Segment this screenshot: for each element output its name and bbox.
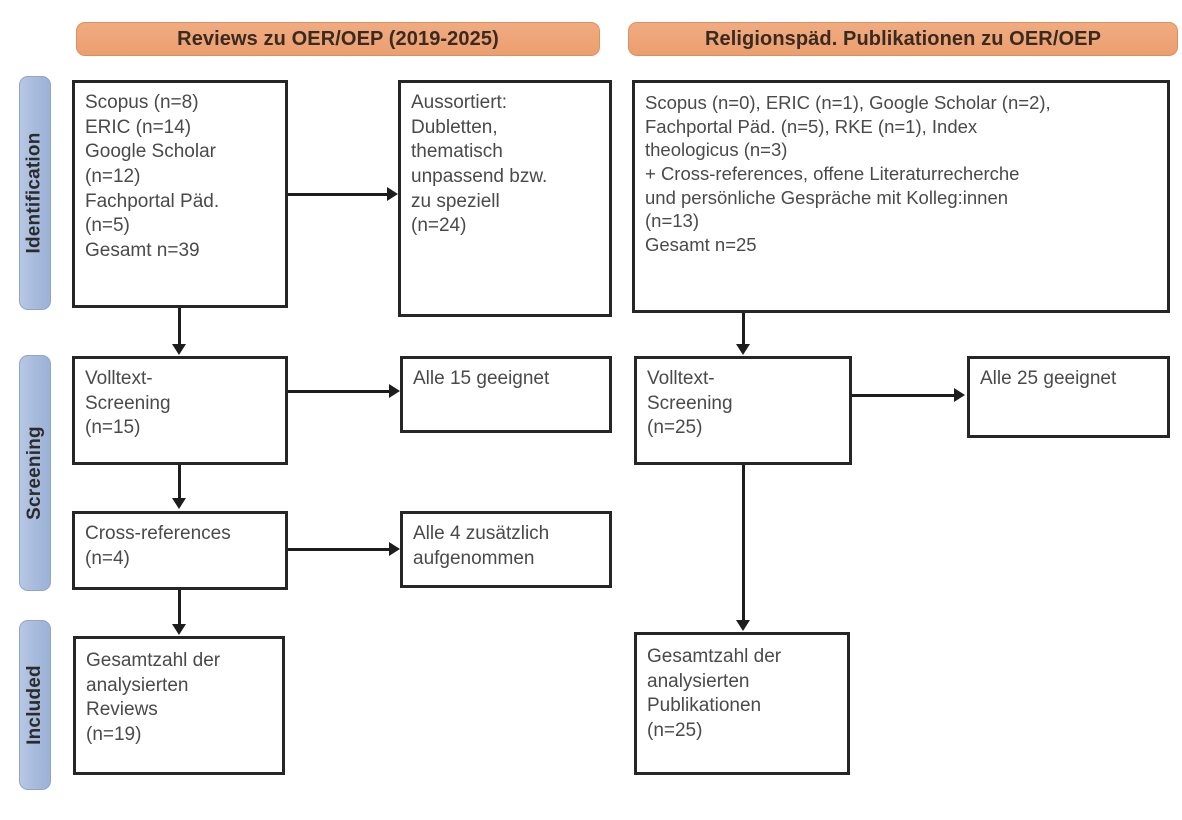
- connector-left-screening-to-suitable: [288, 390, 390, 393]
- box-left-all-added: Alle 4 zusätzlich aufgenommen: [400, 511, 612, 588]
- connector-left-crossrefs-to-added: [288, 548, 390, 551]
- box-left-cross-references: Cross-references (n=4): [72, 511, 288, 590]
- column-header-right-label: Religionspäd. Publikationen zu OER/OEP: [704, 27, 1102, 50]
- arrow-right-screening-to-suitable: [954, 388, 965, 402]
- box-left-excluded: Aussortiert: Dubletten, thematisch unpas…: [398, 80, 612, 317]
- column-header-left: Reviews zu OER/OEP (2019-2025): [76, 22, 600, 56]
- connector-left-sources-to-excluded: [288, 193, 388, 196]
- arrow-left-screening-to-crossrefs: [172, 498, 186, 509]
- arrow-left-crossrefs-to-included: [172, 624, 186, 635]
- box-left-fulltext-screening: Volltext- Screening (n=15): [72, 356, 288, 465]
- phase-tab-included-label: Included: [24, 665, 45, 745]
- connector-right-screening-to-suitable: [852, 394, 955, 397]
- connector-left-screening-to-crossrefs: [178, 465, 181, 500]
- box-right-included-total: Gesamtzahl der analysierten Publikatione…: [634, 632, 850, 775]
- phase-tab-included: Included: [19, 620, 51, 790]
- box-right-all-suitable: Alle 25 geeignet: [967, 356, 1170, 438]
- arrow-left-crossrefs-to-added: [389, 542, 400, 556]
- connector-left-sources-to-screening: [178, 308, 181, 346]
- phase-tab-screening-label: Screening: [24, 426, 46, 520]
- column-header-right: Religionspäd. Publikationen zu OER/OEP: [628, 22, 1178, 56]
- arrow-left-screening-to-suitable: [389, 384, 400, 398]
- connector-left-crossrefs-to-included: [178, 590, 181, 628]
- arrow-right-screening-to-included: [736, 620, 750, 631]
- connector-right-sources-to-screening: [742, 313, 745, 346]
- box-right-identification-sources: Scopus (n=0), ERIC (n=1), Google Scholar…: [632, 80, 1170, 313]
- column-header-left-label: Reviews zu OER/OEP (2019-2025): [177, 27, 499, 50]
- box-left-included-total: Gesamtzahl der analysierten Reviews (n=1…: [73, 636, 285, 775]
- arrow-right-sources-to-screening: [736, 344, 750, 355]
- connector-right-screening-to-included: [742, 465, 745, 624]
- phase-tab-identification: Identification: [19, 76, 51, 310]
- box-left-all-suitable: Alle 15 geeignet: [400, 356, 612, 433]
- box-right-fulltext-screening: Volltext- Screening (n=25): [634, 356, 852, 465]
- phase-tab-identification-label: Identification: [24, 132, 45, 254]
- phase-tab-screening: Screening: [19, 355, 51, 591]
- arrow-left-sources-to-screening: [172, 344, 186, 355]
- arrow-left-sources-to-excluded: [387, 187, 398, 201]
- box-left-identification-sources: Scopus (n=8) ERIC (n=14) Google Scholar …: [72, 80, 288, 308]
